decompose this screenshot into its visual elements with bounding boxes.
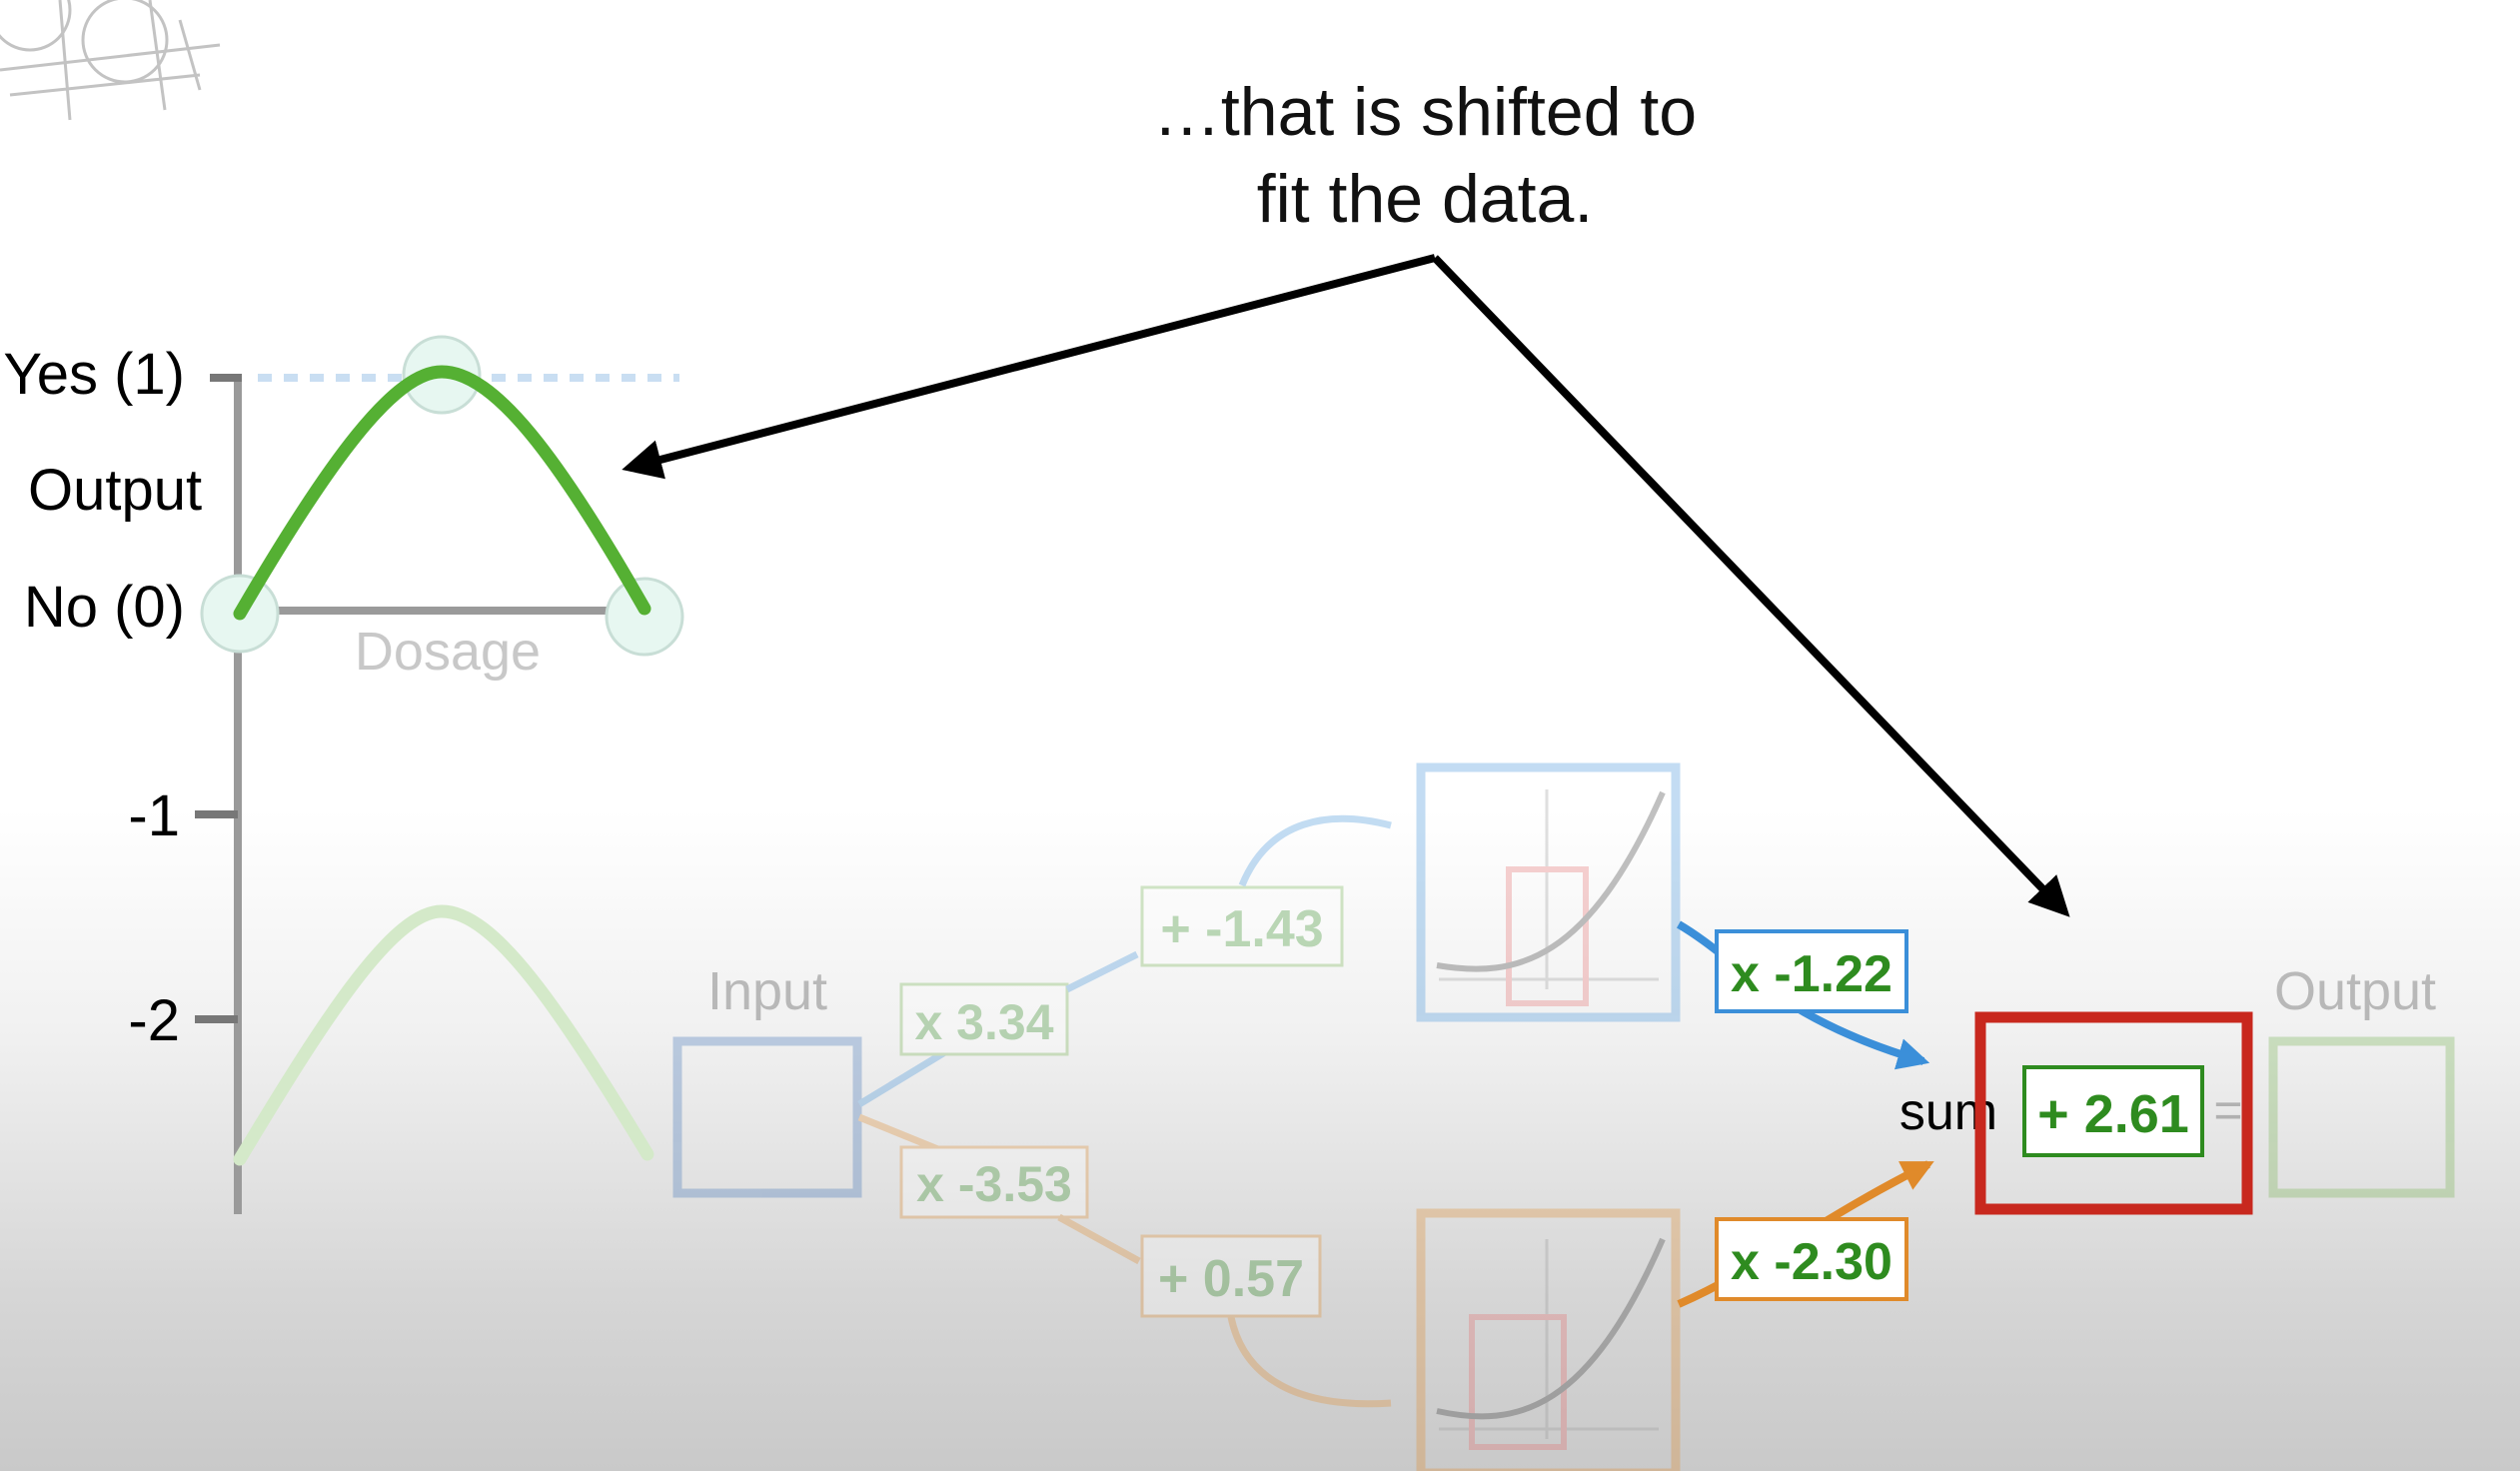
bias-bottom-box <box>1140 1234 1322 1318</box>
caption-line-1: …that is shifted to <box>1153 74 1697 150</box>
weight-bottom-in-text: x -3.53 <box>916 1156 1072 1212</box>
input-box <box>672 1036 862 1198</box>
weight-top-out-text: x -1.22 <box>1731 945 1892 1003</box>
edge-to-bias-bottom <box>1057 1213 1141 1265</box>
activation-plot-top <box>1416 762 1681 1022</box>
weight-bottom-in-box <box>899 1145 1089 1219</box>
equals-sign: = <box>2213 1082 2242 1138</box>
weight-top-in-box <box>899 982 1069 1056</box>
tick-label-minus-1: -1 <box>128 783 180 848</box>
final-bias-box <box>2022 1065 2204 1157</box>
final-bias-text: + 2.61 <box>2037 1084 2189 1144</box>
y-label-yes: Yes (1) <box>3 342 185 407</box>
x-axis-label-dosage: Dosage <box>355 622 541 682</box>
output-box <box>2268 1036 2455 1198</box>
y-label-no: No (0) <box>24 575 185 640</box>
edge-input-bottom <box>857 1113 1001 1178</box>
caption-line-2: fit the data. <box>1257 161 1593 237</box>
bias-bottom-text: + 0.57 <box>1158 1250 1304 1308</box>
weight-top-in-text: x 3.34 <box>914 994 1053 1050</box>
bias-top-box <box>1140 885 1344 967</box>
activation-plot-bottom <box>1416 1208 1681 1471</box>
output-label: Output <box>2274 961 2436 1021</box>
arrow-to-curve <box>622 254 1437 480</box>
data-point-low-right <box>605 577 684 657</box>
input-label: Input <box>707 961 827 1021</box>
weight-bottom-out-text: x -2.30 <box>1731 1233 1892 1291</box>
curve-arrow-bottom <box>1227 1316 1392 1408</box>
final-bias-highlight <box>1974 1011 2253 1215</box>
logo-sketch <box>0 0 221 121</box>
weight-bottom-out-box <box>1715 1217 1908 1301</box>
edge-to-bias-top <box>1065 950 1139 993</box>
y-axis-label-output: Output <box>28 458 202 523</box>
edge-input-top <box>857 1016 1001 1107</box>
unshifted-curve <box>233 904 654 1166</box>
bias-top-text: + -1.43 <box>1160 900 1323 958</box>
curve-arrow-top <box>1238 814 1392 887</box>
tick-label-minus-2: -2 <box>128 988 180 1053</box>
fitted-curve <box>233 365 651 621</box>
arrow-to-final-bias <box>1432 255 2070 917</box>
weight-top-out-box <box>1715 929 1908 1013</box>
